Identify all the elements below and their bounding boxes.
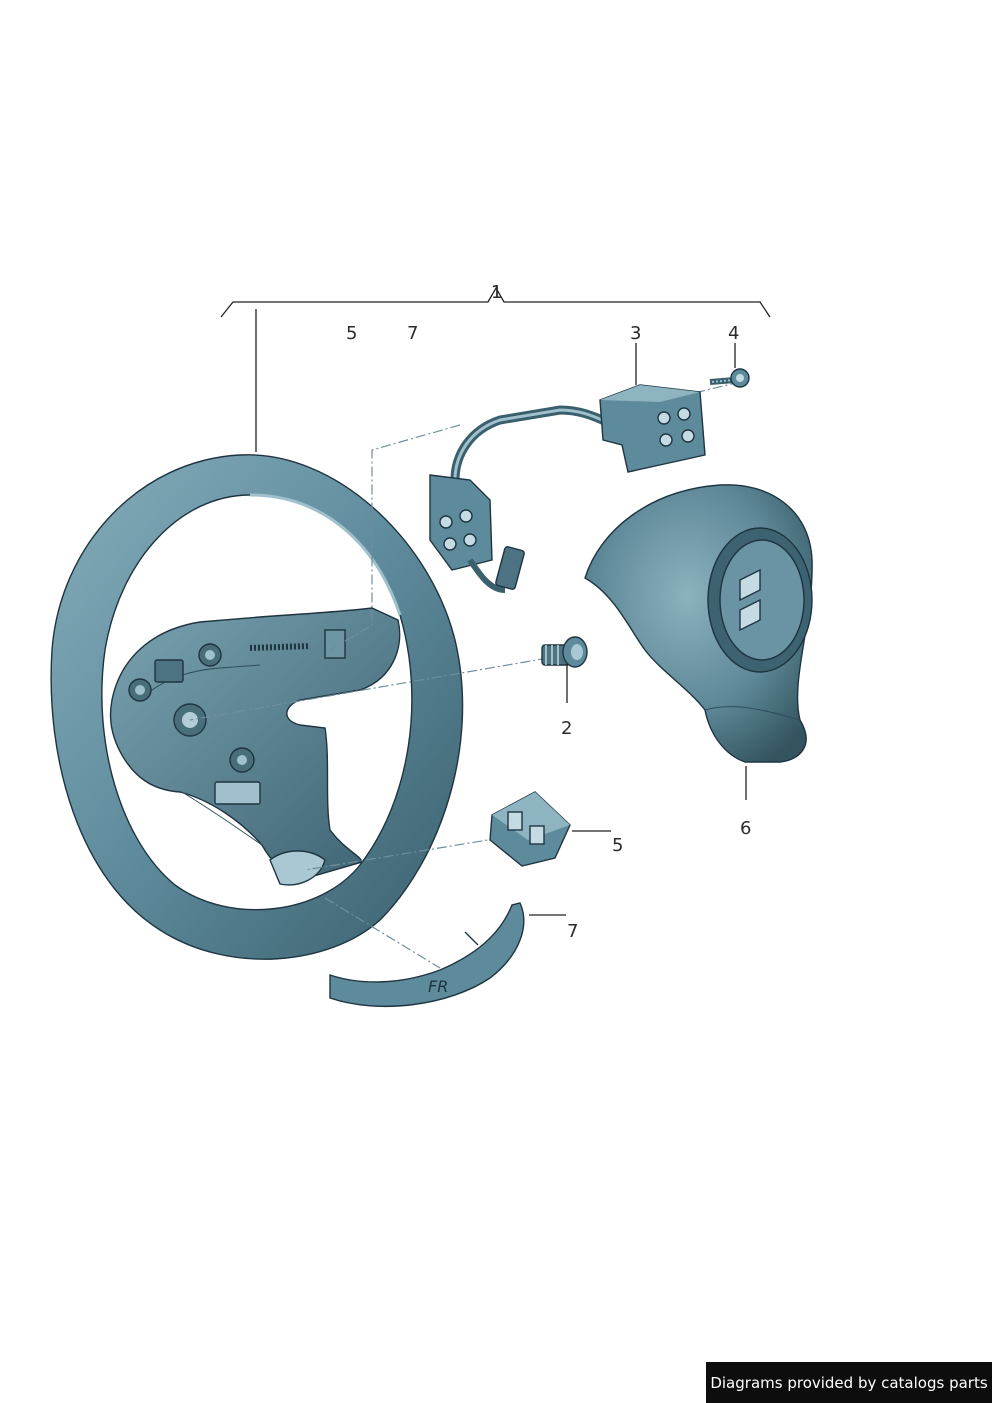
- callout-7-side: 7: [567, 921, 579, 942]
- callout-2: 2: [561, 718, 573, 739]
- callout-leaders: [529, 343, 747, 916]
- trim-cover: FR: [329, 902, 525, 1008]
- svg-text:FR: FR: [428, 977, 448, 996]
- bolt: [541, 636, 588, 668]
- callout-7-top: 7: [407, 323, 419, 344]
- callout-5-top: 5: [346, 323, 358, 344]
- airbag-unit: [584, 484, 813, 763]
- callout-6: 6: [740, 818, 752, 839]
- multifunction-switch: [429, 384, 706, 593]
- callout-1: 1: [491, 282, 503, 303]
- screw-small: [709, 368, 750, 388]
- connector-module: [489, 791, 571, 867]
- callout-5-side: 5: [612, 835, 624, 856]
- credit-banner: Diagrams provided by catalogs parts: [706, 1362, 992, 1403]
- callout-3: 3: [630, 323, 642, 344]
- steering-wheel: [50, 454, 464, 960]
- callout-4: 4: [728, 323, 740, 344]
- assembly-lines: [189, 381, 741, 969]
- group-bracket: [220, 286, 771, 452]
